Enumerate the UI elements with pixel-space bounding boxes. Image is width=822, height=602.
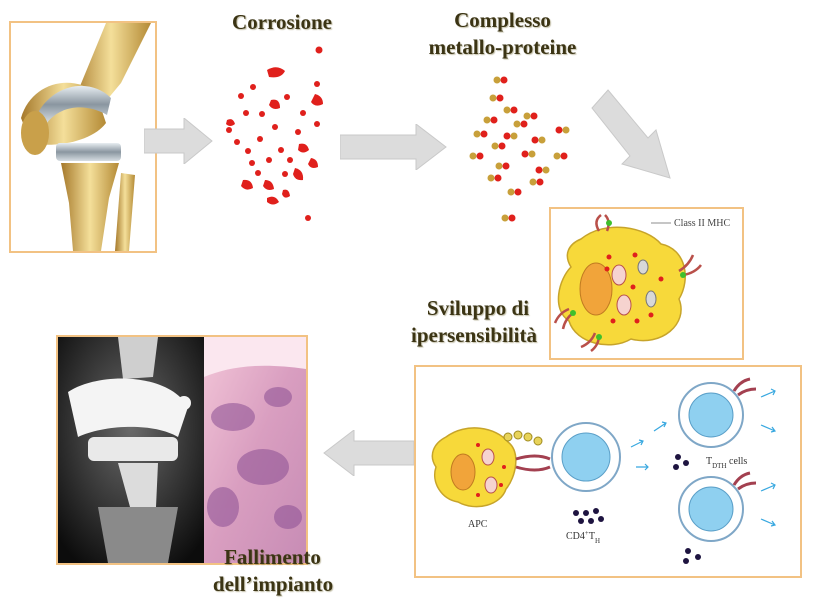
class-ii-mhc-label: Class II MHC (674, 218, 730, 229)
implant-failure-label-line1: Fallimento (224, 545, 321, 569)
apc-label: APC (468, 519, 488, 530)
metal-protein-complexes (469, 76, 570, 222)
corrosion-label: Corrosione (232, 10, 332, 34)
arrow-knee-to-corrosion (144, 118, 213, 164)
corrosion-particles (226, 46, 323, 221)
hypersensitivity-label-line1: Sviluppo di (426, 296, 530, 320)
implant-failure-label-line2: dell’impianto (212, 572, 334, 596)
hypersensitivity-label-line2: ipersensibilità (410, 323, 537, 347)
xray-histology-frame (56, 335, 308, 565)
apc-cell-illustration: Class II MHC (553, 214, 730, 352)
knee-implant-illustration (11, 23, 155, 251)
arrow-complex-to-apc (591, 89, 671, 179)
cd4-th-label: CD4+TH (566, 529, 600, 545)
tdth-cells-label: TDTH cells (706, 456, 747, 470)
arrow-corrosion-to-complex (340, 124, 447, 170)
knee-implant-frame (9, 21, 157, 253)
arrow-immune-to-failure (323, 430, 415, 476)
immune-response-illustration: APC CD4+TH TDTH cells (431, 377, 777, 564)
complex-label-line2: metallo-proteine (428, 35, 577, 59)
complex-label-line1: Complesso (454, 8, 551, 32)
immune-response-frame: APC CD4+TH TDTH cells (414, 365, 802, 578)
xray-and-histology-image (58, 337, 306, 563)
apc-mhc-frame: Class II MHC (549, 207, 744, 360)
